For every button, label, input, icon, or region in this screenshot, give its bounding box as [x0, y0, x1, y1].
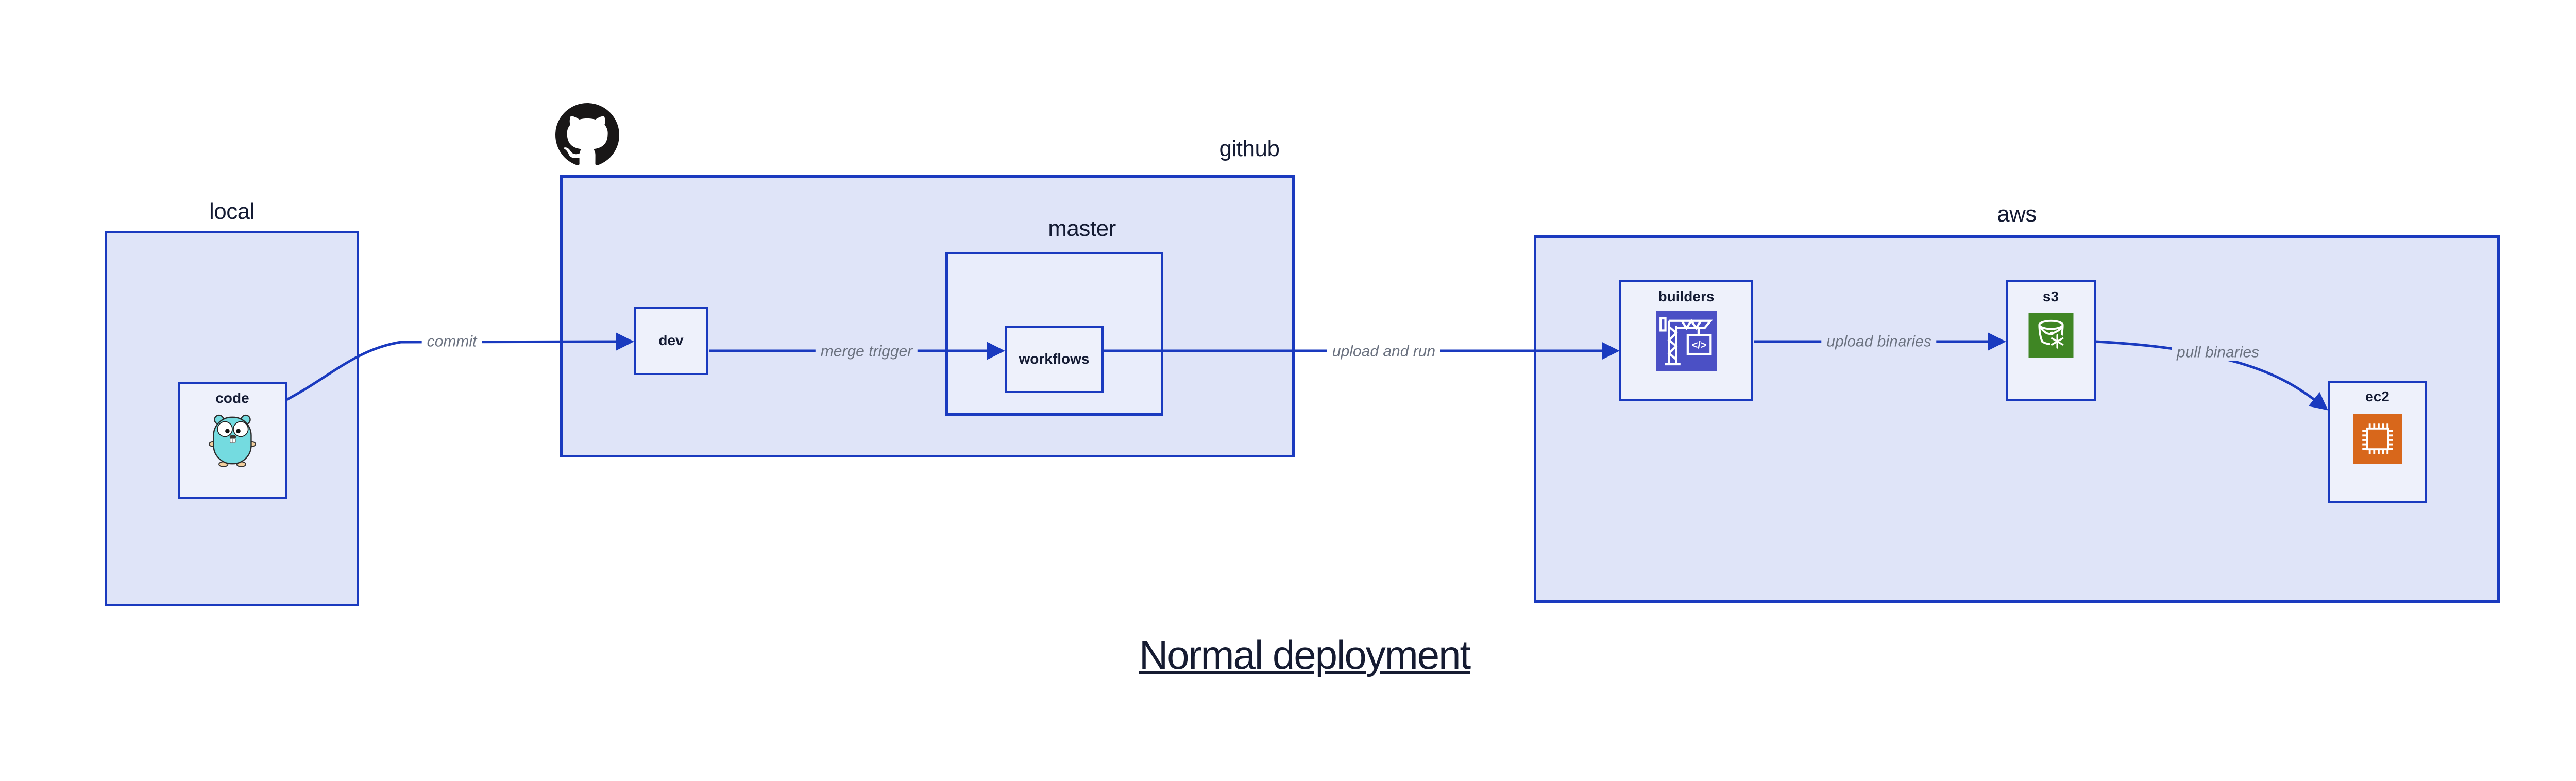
edge-label-merge-trigger: merge trigger: [815, 343, 918, 360]
github-octocat-icon: [555, 103, 619, 165]
go-gopher-icon: [208, 414, 257, 467]
node-ec2: ec2: [2328, 381, 2427, 503]
edge-label-upload-binaries: upload binaries: [1821, 333, 1937, 350]
edge-commit-line: [285, 332, 634, 401]
region-label-github: github: [1219, 136, 1280, 161]
node-code: code: [178, 382, 287, 499]
node-label-ec2: ec2: [2365, 388, 2389, 404]
node-label-dev: dev: [658, 332, 684, 349]
edge-label-pull-binaries: pull binaries: [2171, 344, 2265, 361]
edge-pull-binaries-line: [2095, 340, 2328, 411]
node-builders: builders </>: [1619, 280, 1753, 401]
diagram-title: Normal deployment: [1139, 632, 1471, 677]
edge-label-commit: commit: [421, 333, 482, 350]
codebuild-code-glyph: </>: [1691, 339, 1706, 351]
node-label-s3: s3: [2042, 288, 2059, 304]
region-label-aws: aws: [1997, 201, 2037, 227]
node-s3: s3: [2006, 280, 2096, 401]
node-workflows: workflows: [1005, 326, 1104, 393]
aws-s3-glacier-bucket-icon: [2028, 313, 2073, 358]
node-dev: dev: [634, 307, 708, 375]
aws-ec2-chip-icon: [2352, 414, 2402, 464]
region-label-local: local: [209, 199, 255, 224]
edge-label-upload-and-run: upload and run: [1327, 343, 1441, 360]
node-label-builders: builders: [1658, 288, 1715, 304]
node-label-workflows: workflows: [1019, 351, 1090, 367]
region-label-master: master: [1048, 216, 1116, 241]
aws-codebuild-crane-icon: </>: [1656, 311, 1717, 371]
node-label-code: code: [215, 390, 249, 406]
